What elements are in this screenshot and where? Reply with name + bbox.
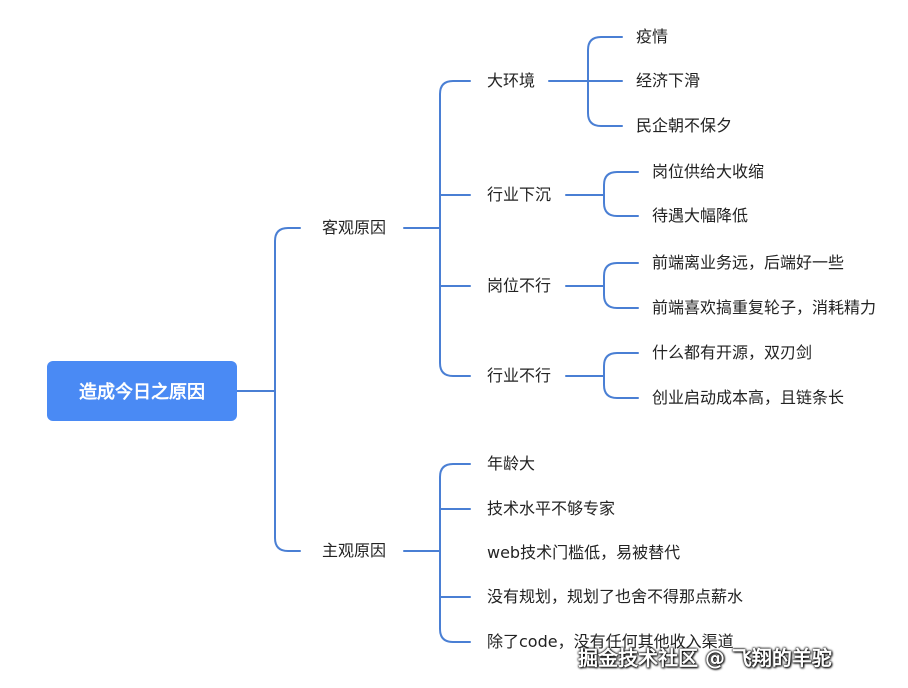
node-industry-weak[interactable]: 行业不行 <box>487 366 552 385</box>
branch-subjective[interactable]: 主观原因 <box>322 541 387 560</box>
leaf-startup-cost[interactable]: 创业启动成本高，且链条长 <box>652 388 845 407</box>
leaf-open-source[interactable]: 什么都有开源，双刃剑 <box>652 343 813 362</box>
node-environment[interactable]: 大环境 <box>487 71 536 90</box>
leaf-pay-cut[interactable]: 待遇大幅降低 <box>652 206 749 225</box>
leaf-private-firms[interactable]: 民企朝不保夕 <box>636 116 733 135</box>
watermark: 掘金技术社区 @ 飞翔的羊驼 <box>578 646 832 670</box>
leaf-economy-decline[interactable]: 经济下滑 <box>636 71 701 90</box>
node-position-weak[interactable]: 岗位不行 <box>487 276 552 295</box>
node-low-barrier[interactable]: web技术门槛低，易被替代 <box>487 543 681 562</box>
node-age[interactable]: 年龄大 <box>487 454 536 473</box>
leaf-reinvent-wheel[interactable]: 前端喜欢搞重复轮子，消耗精力 <box>652 298 877 317</box>
leaf-supply-shrink[interactable]: 岗位供给大收缩 <box>652 162 765 181</box>
leaf-frontend-far[interactable]: 前端离业务远，后端好一些 <box>652 253 845 272</box>
node-industry-sinking[interactable]: 行业下沉 <box>487 185 552 204</box>
node-skill-level[interactable]: 技术水平不够专家 <box>487 499 616 518</box>
leaf-epidemic[interactable]: 疫情 <box>636 27 669 46</box>
node-no-other-income[interactable]: 除了code，没有任何其他收入渠道 <box>487 632 734 651</box>
node-no-plan[interactable]: 没有规划，规划了也舍不得那点薪水 <box>487 587 744 606</box>
branch-objective[interactable]: 客观原因 <box>322 218 387 237</box>
root-node[interactable]: 造成今日之原因 <box>47 361 237 421</box>
